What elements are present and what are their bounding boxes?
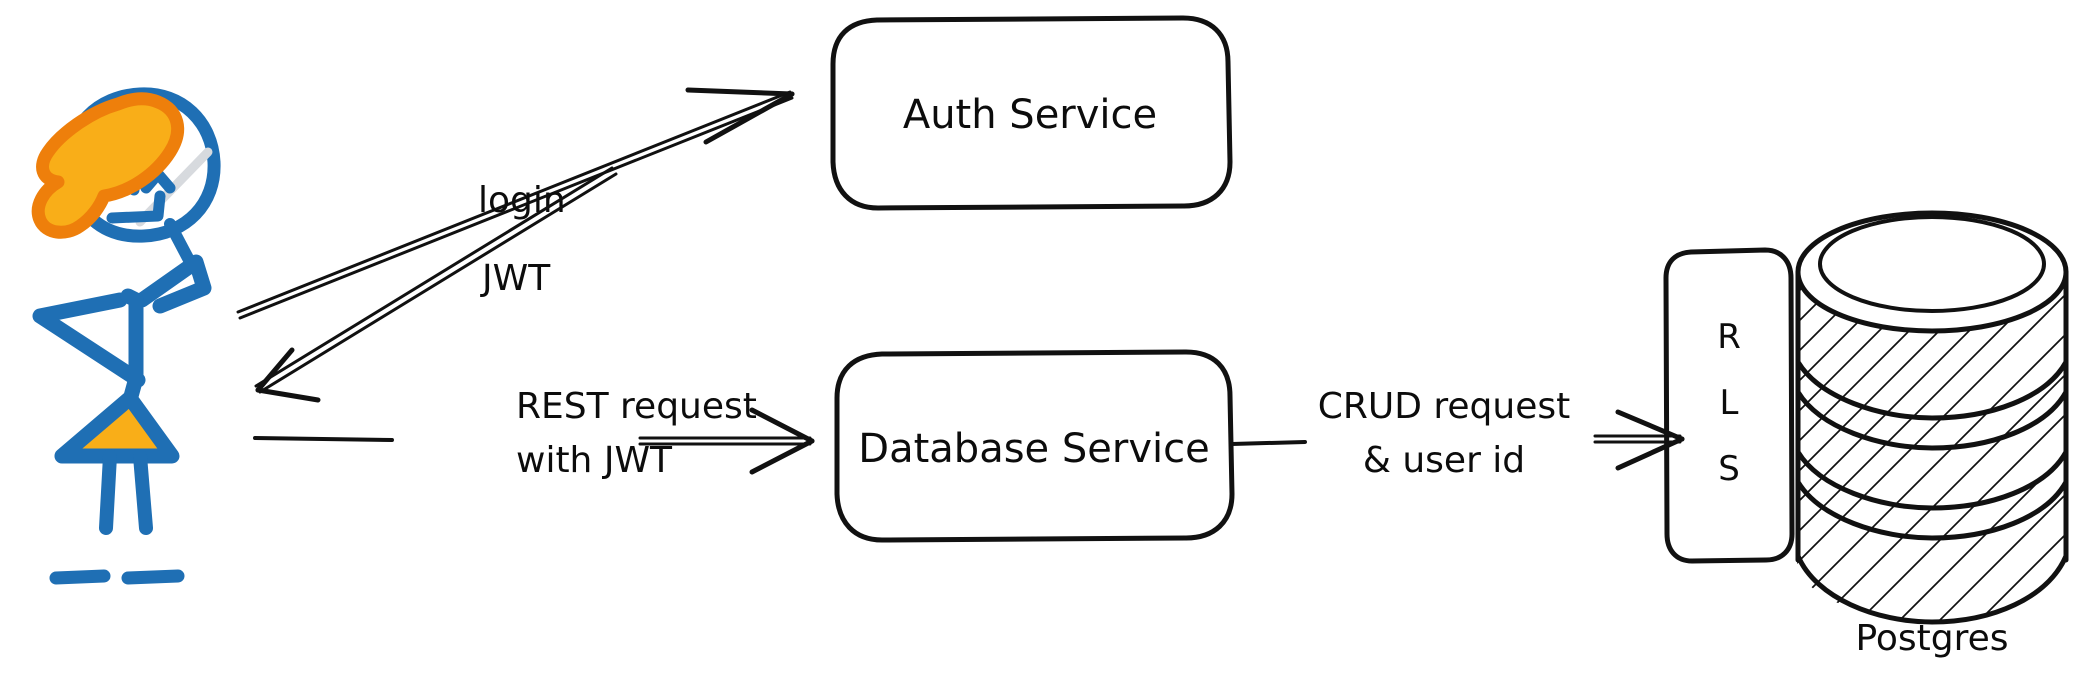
auth-service-label: Auth Service bbox=[903, 92, 1157, 138]
postgres-band-1-bottom bbox=[1795, 389, 2069, 451]
edge-label-crud-line2: & user id bbox=[1363, 440, 1525, 481]
edge-label-rest-line1: REST request bbox=[516, 386, 757, 427]
edge-rest-request: REST request with JWT bbox=[253, 386, 815, 481]
postgres-bottom-arc bbox=[1795, 553, 2069, 625]
rls-letter-s: S bbox=[1718, 449, 1740, 489]
postgres-band-1-top bbox=[1795, 359, 2069, 421]
postgres-band-2-top bbox=[1795, 449, 2069, 511]
postgres-caption: Postgres bbox=[1855, 618, 2008, 659]
edge-jwt: JWT bbox=[254, 166, 618, 403]
postgres-band-2-bottom bbox=[1795, 479, 2069, 541]
foot-right bbox=[121, 569, 185, 585]
neck bbox=[164, 218, 196, 268]
torso bbox=[120, 288, 144, 408]
hat bbox=[31, 92, 185, 239]
postgres-top-inner-ellipse bbox=[1818, 215, 2046, 313]
arm-left bbox=[32, 292, 146, 388]
node-rls[interactable]: R L S bbox=[1663, 247, 1795, 564]
rls-letter-r: R bbox=[1717, 317, 1741, 357]
foot-left bbox=[49, 569, 111, 585]
leg-left bbox=[99, 449, 117, 535]
rls-letter-l: L bbox=[1720, 383, 1739, 423]
edge-label-login: login bbox=[478, 180, 566, 221]
arm-right bbox=[134, 254, 212, 314]
node-postgres[interactable]: Postgres bbox=[1700, 130, 2080, 678]
database-service-label: Database Service bbox=[858, 426, 1209, 472]
edge-crud-request: CRUD request & user id bbox=[1230, 386, 1685, 481]
node-auth-service[interactable]: Auth Service bbox=[830, 15, 1233, 211]
postgres-hatching bbox=[1797, 212, 2065, 620]
skirt bbox=[54, 390, 180, 464]
leg-right bbox=[133, 449, 153, 535]
mouth bbox=[106, 190, 166, 224]
edge-label-jwt: JWT bbox=[480, 258, 551, 299]
node-database-service[interactable]: Database Service bbox=[834, 349, 1235, 543]
user-stick-figure bbox=[31, 87, 221, 585]
edge-label-rest-line2: with JWT bbox=[516, 440, 673, 481]
edge-label-crud-line1: CRUD request bbox=[1318, 386, 1571, 427]
